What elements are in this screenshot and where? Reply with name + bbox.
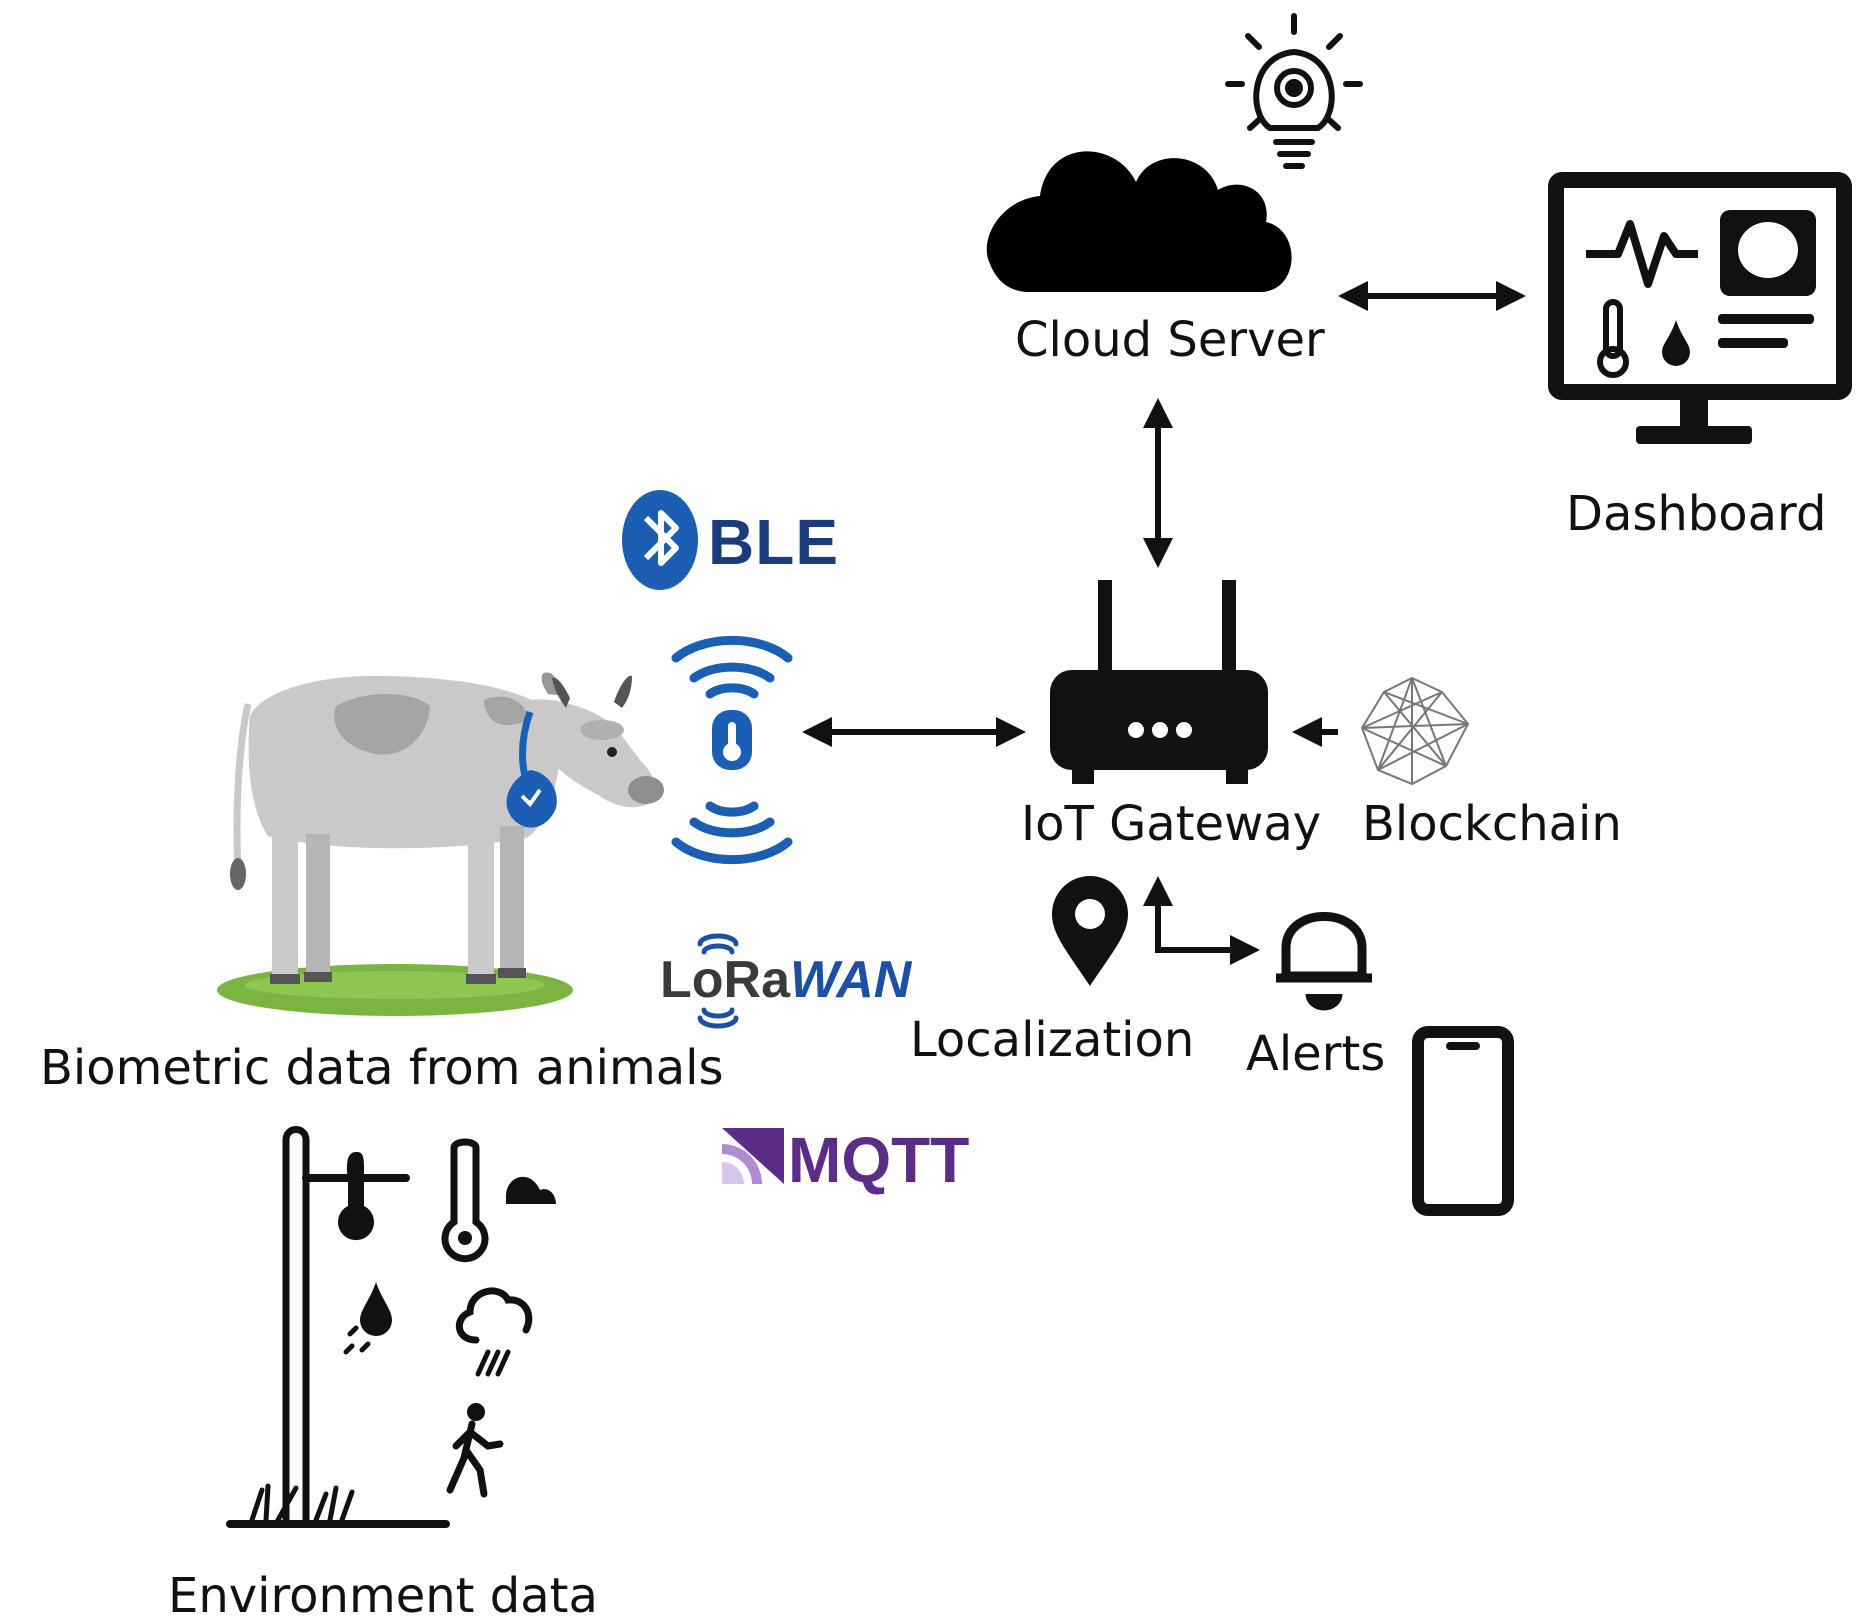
label-blockchain: Blockchain xyxy=(1362,796,1622,852)
lorawan-lo-text: LoRa xyxy=(660,951,790,1009)
bell-icon xyxy=(1276,912,1372,1011)
router-icon xyxy=(1050,580,1268,784)
blockchain-network-icon xyxy=(1360,676,1470,786)
label-dashboard: Dashboard xyxy=(1566,486,1827,542)
label-biometric: Biometric data from animals xyxy=(40,1040,724,1096)
label-iot-gateway: IoT Gateway xyxy=(1021,796,1322,852)
label-cloud-server: Cloud Server xyxy=(1015,312,1325,368)
lorawan-logo: LoRaWAN xyxy=(660,954,911,1006)
lightbulb-gear-icon xyxy=(1225,13,1363,169)
label-localization: Localization xyxy=(910,1012,1195,1068)
mqtt-logo-text: MQTT xyxy=(788,1124,970,1196)
arrow-gateway-alerts xyxy=(1143,876,1260,965)
lorawan-wave-icon xyxy=(697,933,739,1029)
ble-sensor-icon xyxy=(671,635,793,865)
smartphone-icon xyxy=(1412,1026,1514,1216)
mqtt-logo-icon xyxy=(722,1128,784,1184)
ble-logo-text: BLE xyxy=(708,506,839,578)
lorawan-wan-text: WAN xyxy=(790,951,912,1009)
cloud-icon xyxy=(986,151,1292,292)
cow-icon xyxy=(217,672,664,1016)
bluetooth-icon xyxy=(622,490,698,590)
weather-station-icon xyxy=(226,1126,556,1528)
monitor-dashboard-icon xyxy=(1548,172,1852,444)
label-alerts: Alerts xyxy=(1246,1026,1386,1082)
location-pin-icon xyxy=(1052,876,1128,986)
label-environment: Environment data xyxy=(168,1568,598,1624)
arrows xyxy=(802,281,1526,965)
